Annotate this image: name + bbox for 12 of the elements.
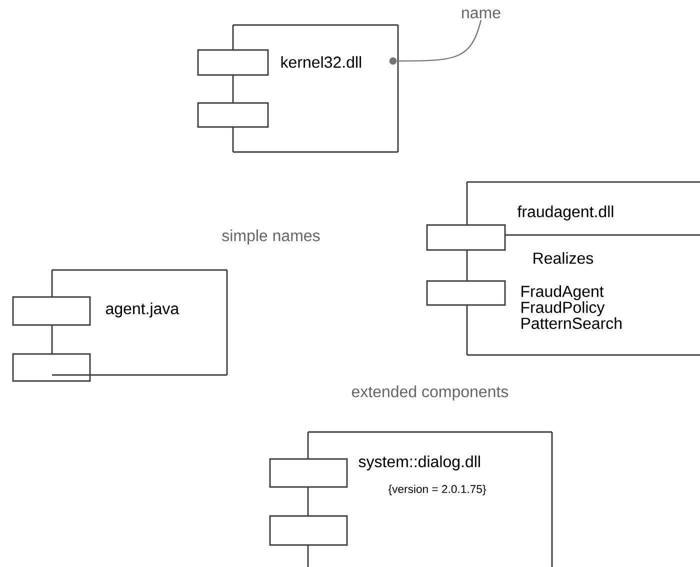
component-name: kernel32.dll	[281, 56, 362, 68]
note-text: name	[462, 10, 500, 18]
component-text: {version = 2.0.1.75}	[388, 484, 486, 496]
component-name: fraudagent.dll	[518, 206, 614, 220]
port-dot	[389, 57, 397, 65]
section-label: simple names	[222, 230, 320, 244]
component-name: system::dialog.dll	[358, 456, 480, 470]
component-text: Realizes	[534, 252, 594, 264]
section-label: extended components	[352, 386, 508, 400]
component-text: FraudAgent FraudPolicy PatternSearch	[522, 285, 622, 329]
leader-line	[396, 20, 482, 62]
component-name: agent.java	[106, 302, 180, 318]
